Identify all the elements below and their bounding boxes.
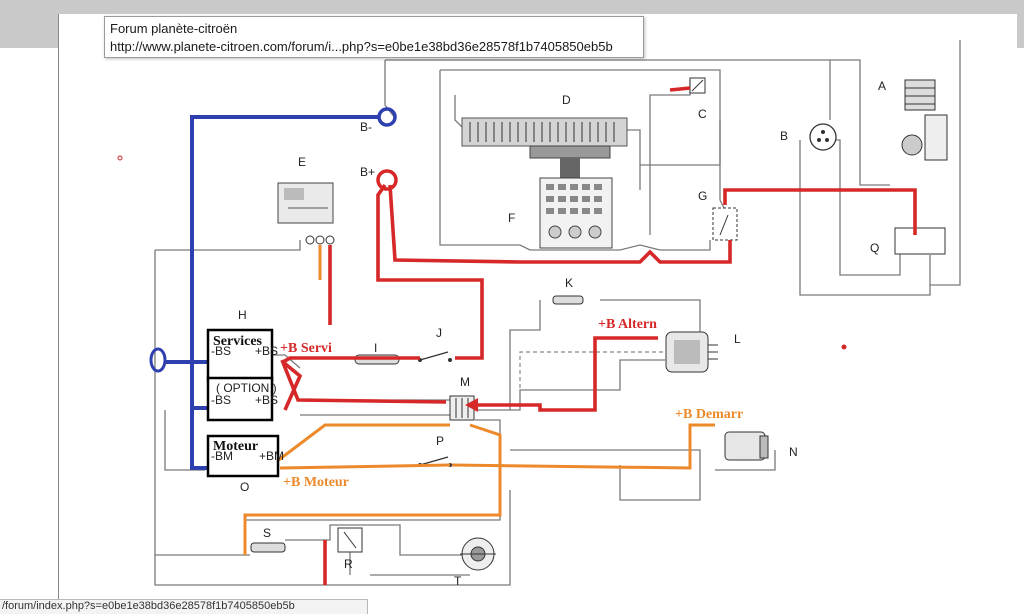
component-Q-switch xyxy=(894,227,946,255)
label-M: M xyxy=(460,375,470,389)
component-D-terminal-strip xyxy=(461,117,628,178)
label-S: S xyxy=(263,526,271,540)
label-O: O xyxy=(240,480,249,494)
annotation-b-servi: +B Servi xyxy=(280,341,332,356)
left-margin xyxy=(0,48,58,609)
component-labels: A B C D E F G H I J K L M N O P Q R S T … xyxy=(238,79,886,588)
label-F: F xyxy=(508,211,515,225)
label-L: L xyxy=(734,332,741,346)
component-S-fuse xyxy=(250,542,286,553)
label-bus-minus: B- xyxy=(360,120,372,134)
label-T: T xyxy=(454,574,462,588)
link-tooltip: Forum planète-citroën http://www.planete… xyxy=(104,16,644,58)
b-plus-terminal xyxy=(376,169,398,191)
label-H: H xyxy=(238,308,247,322)
annotation-b-moteur: +B Moteur xyxy=(283,475,349,490)
ground-terminal xyxy=(149,347,167,373)
label-E: E xyxy=(298,155,306,169)
component-B-socket xyxy=(809,123,837,151)
component-F-panel xyxy=(539,177,613,249)
label-R: R xyxy=(344,557,353,571)
switch-J xyxy=(418,351,452,362)
component-E-charger xyxy=(277,182,335,245)
component-N-starter xyxy=(724,431,769,461)
component-R-relay xyxy=(337,527,363,553)
diagram-canvas xyxy=(58,14,1017,609)
dashed-wire xyxy=(519,351,666,395)
option-box xyxy=(206,376,274,422)
component-G-breaker xyxy=(712,207,738,241)
moteur-box xyxy=(206,434,280,478)
terminal-option-pos: +BS xyxy=(255,393,278,407)
label-D: D xyxy=(562,93,571,107)
label-C: C xyxy=(698,107,707,121)
annotation-labels: +B Servi +B Altern +B Demarr +B Moteur xyxy=(280,317,743,490)
annotation-b-altern: +B Altern xyxy=(598,317,657,332)
terminal-option-neg: -BS xyxy=(211,393,231,407)
red-positive-wiring xyxy=(280,86,917,585)
terminal-bm-neg: -BM xyxy=(211,449,233,463)
component-C-relay xyxy=(689,77,706,94)
label-K: K xyxy=(565,276,573,290)
label-N: N xyxy=(789,445,798,459)
tooltip-title: Forum planète-citroën xyxy=(110,21,238,36)
b-minus-terminal xyxy=(377,107,397,127)
grey-wiring xyxy=(154,40,961,586)
tooltip-url: http://www.planete-citroen.com/forum/i..… xyxy=(110,39,613,54)
component-T-horn xyxy=(460,537,496,571)
services-box xyxy=(206,328,274,382)
component-K-fuse xyxy=(552,295,584,305)
label-P: P xyxy=(436,434,444,448)
box-labels: Services ( OPTION ) Moteur -BS +BS -BS +… xyxy=(211,334,284,463)
status-bar-url: /forum/index.php?s=e0be1e38bd36e28578f1b… xyxy=(0,599,368,614)
moteur-label: Moteur xyxy=(213,439,258,454)
orange-wiring xyxy=(243,245,715,555)
label-bus-plus: B+ xyxy=(360,165,375,179)
services-label: Services xyxy=(213,334,263,349)
component-A-windlass xyxy=(901,79,948,161)
label-A: A xyxy=(878,79,886,93)
component-L-alternator xyxy=(665,331,718,373)
annotation-b-demarr: +B Demarr xyxy=(675,407,743,422)
label-I: I xyxy=(374,341,377,355)
option-label: ( OPTION ) xyxy=(216,381,277,395)
label-B: B xyxy=(780,129,788,143)
terminal-bm-pos: +BM xyxy=(259,449,284,463)
component-M-block xyxy=(449,395,475,421)
label-J: J xyxy=(436,326,442,340)
terminal-bs-neg: -BS xyxy=(211,344,231,358)
terminal-bs-pos: +BS xyxy=(255,344,278,358)
red-dot-small xyxy=(117,155,123,161)
label-Q: Q xyxy=(870,241,879,255)
label-G: G xyxy=(698,189,707,203)
red-dot xyxy=(841,344,847,350)
red-arrow xyxy=(465,398,478,412)
